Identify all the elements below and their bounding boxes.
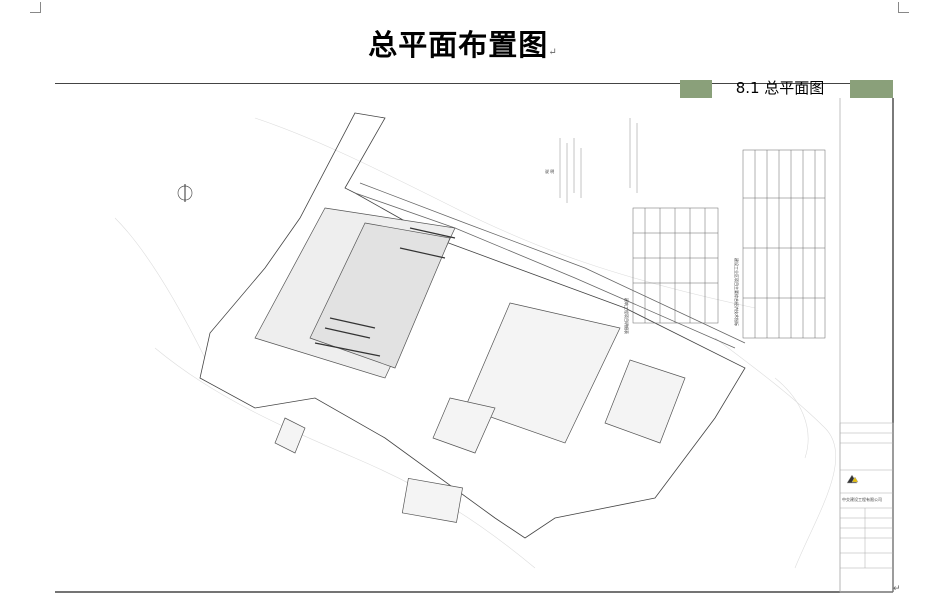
building-hatching: [314, 227, 456, 357]
title-text: 总平面布置图: [368, 28, 549, 62]
section-label: 8.1 总平面图: [735, 79, 825, 97]
paragraph-mark: ↵: [548, 47, 558, 58]
project-table: [632, 207, 719, 324]
company-name: 中交建设工程有限公司: [842, 496, 882, 502]
north-arrow-icon: [177, 184, 193, 202]
title-block: [839, 422, 894, 593]
site-boundary: [199, 112, 746, 539]
site-plan-drawing[interactable]: 中交建设工程有限公司: [55, 98, 895, 594]
header-green-bar-left: [680, 80, 712, 99]
indicator-table-title: 建设工业区项目主要综合经济技术指标: [734, 258, 740, 326]
page-title[interactable]: 总平面布置图↵: [0, 22, 926, 64]
notes-heading: 说 明: [545, 168, 554, 174]
terrain-contours: [114, 117, 836, 569]
notes-text: [559, 118, 638, 203]
crop-mark-right: [898, 2, 909, 13]
header-rule: [55, 83, 893, 84]
indicator-table: [742, 149, 826, 339]
crop-mark-left: [30, 2, 41, 13]
buildings: [254, 207, 686, 523]
project-table-title: 建筑工程项目明细表: [624, 298, 630, 334]
paragraph-mark-end: ↵: [893, 584, 901, 594]
header-green-bar-right: [850, 80, 893, 99]
